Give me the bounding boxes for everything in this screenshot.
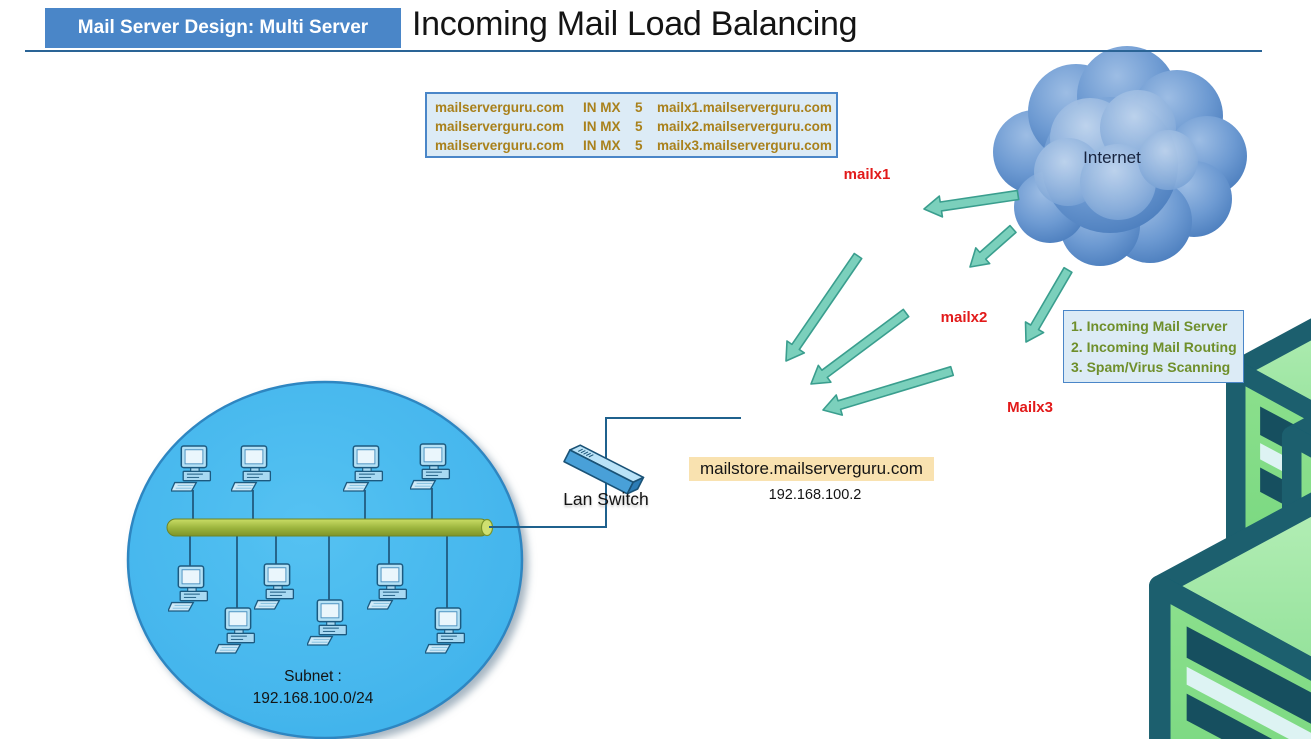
subnet-ellipse: [126, 380, 524, 739]
mx-record-row: mailserverguru.com IN MX 5 mailx1.mailse…: [435, 98, 836, 117]
mail-flow-arrow: [785, 252, 863, 362]
internet-cloud-icon: [993, 46, 1247, 266]
header-divider: [25, 50, 1262, 52]
mx-priority: 5: [635, 138, 643, 153]
mailstore-ip-label: 192.168.100.2: [768, 487, 862, 503]
mx-domain: mailserverguru.com: [435, 119, 565, 134]
mail-flow-arrow: [923, 189, 1020, 218]
mail-flow-arrow: [822, 365, 955, 416]
mx-target: mailx3.mailserverguru.com: [657, 138, 832, 153]
ethernet-bus: [166, 518, 494, 537]
mx-target: mailx1.mailserverguru.com: [657, 100, 832, 115]
mx-domain: mailserverguru.com: [435, 138, 565, 153]
internet-label: Internet: [1083, 148, 1141, 167]
mail-flow-arrow: [1024, 266, 1073, 343]
incoming-mail-info-box: 1. Incoming Mail Server 2. Incoming Mail…: [1063, 310, 1244, 383]
dns-mx-records-box: mailserverguru.com IN MX 5 mailx1.mailse…: [425, 92, 838, 158]
lan-switch-icon: [563, 444, 645, 495]
mx-record-type: IN MX: [583, 119, 621, 134]
mx-record-row: mailserverguru.com IN MX 5 mailx2.mailse…: [435, 117, 836, 136]
mail-flow-arrow: [810, 308, 910, 385]
subnet-title: Subnet :: [284, 668, 342, 685]
lan-switch-label: Lan Switch: [563, 489, 649, 509]
info-item: 2. Incoming Mail Routing: [1071, 338, 1237, 355]
mailx1-label: mailx1: [843, 166, 891, 183]
mail-flow-arrow: [969, 224, 1017, 268]
mail-flow-arrows: [785, 189, 1073, 416]
mx-record-type: IN MX: [583, 138, 621, 153]
mailstore-hostname-label: mailstore.mailserverguru.com: [689, 457, 934, 481]
info-item: 3. Spam/Virus Scanning: [1071, 359, 1231, 375]
info-item: 1. Incoming Mail Server: [1071, 318, 1228, 334]
mx-priority: 5: [635, 100, 643, 115]
mx-priority: 5: [635, 119, 643, 134]
mx-record-type: IN MX: [583, 100, 621, 115]
page-title: Incoming Mail Load Balancing: [412, 5, 858, 43]
mx-domain: mailserverguru.com: [435, 100, 565, 115]
subnet-label: Subnet : 192.168.100.0/24: [213, 666, 413, 710]
subnet-cidr: 192.168.100.0/24: [252, 690, 374, 707]
mx-target: mailx2.mailserverguru.com: [657, 119, 832, 134]
mailx3-label: Mailx3: [1007, 399, 1053, 416]
design-badge: Mail Server Design: Multi Server: [45, 8, 401, 48]
mx-record-row: mailserverguru.com IN MX 5 mailx3.mailse…: [435, 136, 836, 155]
mailx2-label: mailx2: [940, 309, 988, 326]
workstation-drop-lines: [189, 488, 448, 610]
